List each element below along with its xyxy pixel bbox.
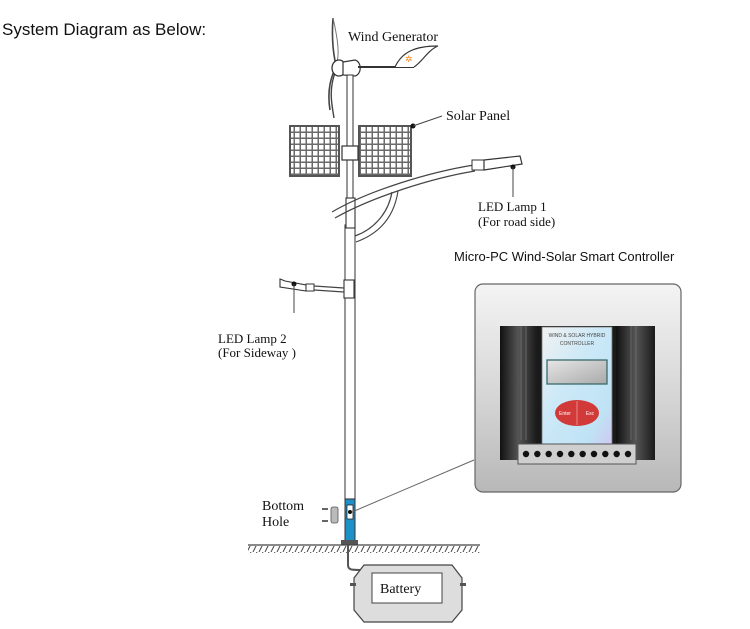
terminal-screw [556,450,564,458]
label-solar-panel: Solar Panel [446,109,510,124]
controller-leader-line [351,459,475,513]
page-heading: System Diagram as Below: [2,20,207,39]
terminal-screw [590,450,598,458]
controller-panel-line2: CONTROLLER [560,341,595,347]
ground [248,544,480,553]
enter-button-label: Enter [559,411,571,417]
controller-panel-line1: WIND & SOLAR HYBRID [549,333,606,339]
terminal-screw [545,450,552,458]
label-led-lamp-1-line1: LED Lamp 1 [478,199,547,214]
lcd-display [546,359,608,385]
terminal-screw [602,450,609,458]
esc-button-label: Esc [586,411,595,417]
terminal-screw [522,450,530,458]
terminal-screw [568,450,575,458]
led-lamp-1: LED Lamp 1 (For road side) [331,155,555,243]
terminal-block [517,443,637,465]
wind-vane-logo: ✲ [405,54,413,64]
led-lamp-2: LED Lamp 2 (For Sideway ) [218,278,345,360]
label-led-lamp-2-line1: LED Lamp 2 [218,331,287,346]
terminal-screw [534,450,541,458]
heat-sink-left [500,326,537,460]
bottom-hole: Bottom Hole [262,499,339,530]
label-led-lamp-1-line2: (For road side) [478,214,555,229]
label-wind-generator: Wind Generator [348,30,438,45]
terminal-screw [613,450,620,458]
terminal-screw [624,450,632,458]
label-battery: Battery [380,582,421,597]
label-bottom-hole-line2: Hole [262,515,289,530]
wind-generator: ✲ Wind Generator [328,17,438,119]
terminal-screw [579,450,586,458]
battery: Battery [347,545,466,623]
controller-illustration: WIND & SOLAR HYBRID CONTROLLER Enter Esc [474,283,682,493]
label-bottom-hole-line1: Bottom [262,499,304,514]
solar-panels: Solar Panel [289,109,510,177]
label-led-lamp-2-line2: (For Sideway ) [218,345,296,360]
controller-title: Micro-PC Wind-Solar Smart Controller [454,249,675,264]
terminals [522,450,632,458]
